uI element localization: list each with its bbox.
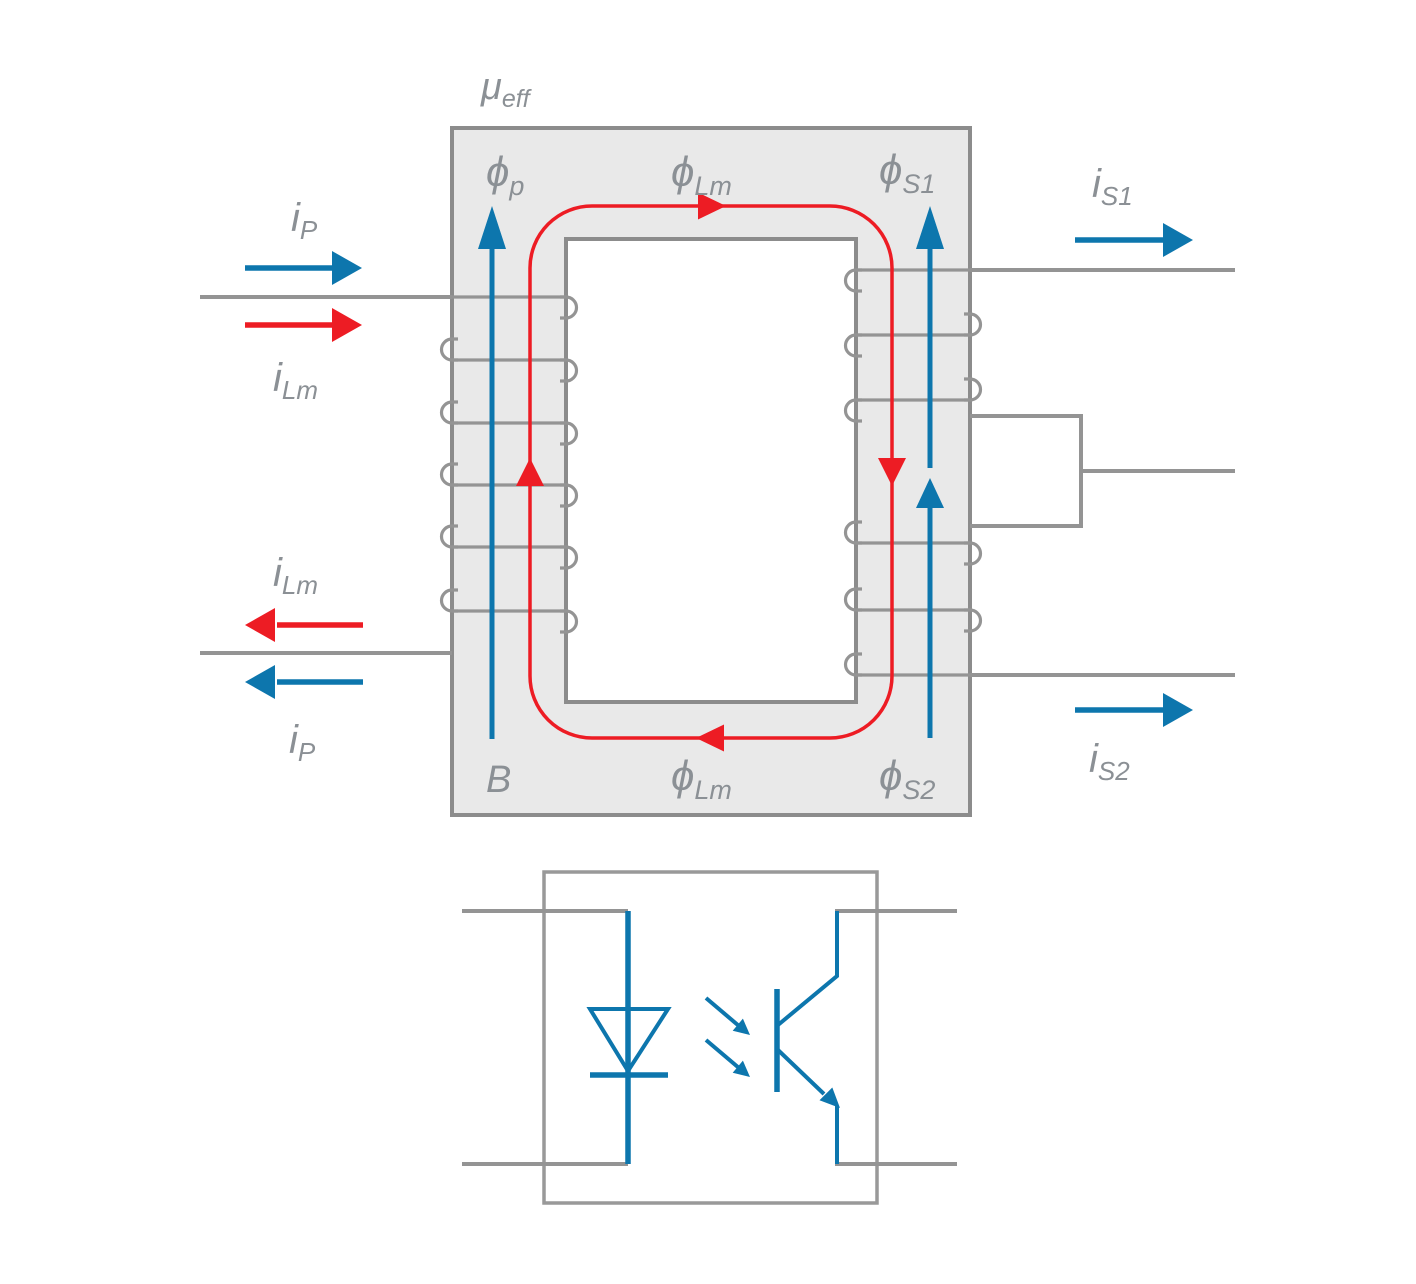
magnetizing-flux-loop <box>516 192 906 752</box>
secondary-winding-s2 <box>843 520 1235 677</box>
i-lm-top-arrowhead <box>332 308 362 342</box>
transistor-collector <box>776 911 839 1027</box>
led-triangle <box>586 1007 672 1075</box>
i-p-top-arrowhead <box>332 251 362 285</box>
s2-winding-turns <box>856 541 970 677</box>
primary-lead-wires <box>200 295 452 655</box>
flux-phi-s2-arrowhead <box>916 478 944 508</box>
label-i-lm-bottom: iLm <box>273 551 318 600</box>
secondary-winding-s1 <box>843 268 1235 423</box>
flux-arrows-blue <box>478 206 944 739</box>
label-i-lm-top: iLm <box>273 356 318 405</box>
s2-inner-loops <box>843 520 862 677</box>
flux-loop-arrow-left <box>516 458 544 486</box>
core-window <box>564 237 858 704</box>
i-p-bottom-arrowhead <box>245 665 275 699</box>
label-i-p-bottom: iP <box>289 718 316 767</box>
label-phi-s1: ϕS1 <box>879 146 935 199</box>
light-emission-arrows <box>704 996 750 1077</box>
label-i-s2: iS2 <box>1089 737 1130 786</box>
label-mu-eff: μeff <box>480 66 533 113</box>
flux-loop-arrow-bottom <box>696 724 724 752</box>
transformer-core <box>450 126 972 817</box>
light-arrow-1-head <box>732 1018 750 1035</box>
labels: μeff ϕp ϕLm ϕS1 B ϕLm ϕS2 iP iLm iLm iP … <box>273 66 1133 805</box>
label-i-s1: iS1 <box>1092 162 1133 211</box>
center-tap <box>970 414 1235 528</box>
i-lm-bottom-arrowhead <box>245 608 275 642</box>
primary-winding <box>200 295 579 655</box>
led-symbol <box>586 911 672 1164</box>
label-phi-lm-top: ϕLm <box>671 148 732 201</box>
label-phi-p: ϕp <box>486 148 524 201</box>
s2-outer-loops <box>964 541 983 633</box>
light-arrow-2-shaft <box>704 1038 741 1070</box>
primary-current-arrows <box>245 251 363 699</box>
s1-outer-loops <box>964 312 983 402</box>
optocoupler-lead-wires <box>462 909 957 1166</box>
flux-loop-arrow-right <box>878 458 906 486</box>
center-tap-wires <box>970 414 1235 528</box>
flux-phi-s1-arrowhead <box>916 206 944 249</box>
primary-outer-loops <box>439 337 458 613</box>
transistor-emitter-shaft <box>776 1048 826 1096</box>
s1-winding-turns <box>856 268 970 402</box>
primary-winding-turns <box>452 295 566 613</box>
i-s1-arrowhead <box>1163 223 1193 257</box>
label-b-field: B <box>486 759 511 801</box>
label-i-p-top: iP <box>291 196 318 245</box>
light-arrow-2-head <box>732 1060 750 1077</box>
secondary-current-arrows <box>1075 223 1193 727</box>
optocoupler-package <box>542 870 879 1205</box>
label-phi-s2: ϕS2 <box>879 752 935 805</box>
flux-loop-path <box>528 204 894 740</box>
flux-phi-p-arrowhead <box>478 206 506 249</box>
i-s2-arrowhead <box>1163 693 1193 727</box>
optocoupler <box>462 870 957 1205</box>
s1-inner-loops <box>843 268 862 423</box>
light-arrow-1-shaft <box>704 996 741 1028</box>
flux-loop-arrow-top <box>698 192 726 220</box>
transistor-emitter-arrowhead <box>819 1087 840 1108</box>
label-phi-lm-bottom: ϕLm <box>671 752 732 805</box>
phototransistor-symbol <box>774 911 840 1164</box>
primary-inner-loops <box>560 295 579 634</box>
